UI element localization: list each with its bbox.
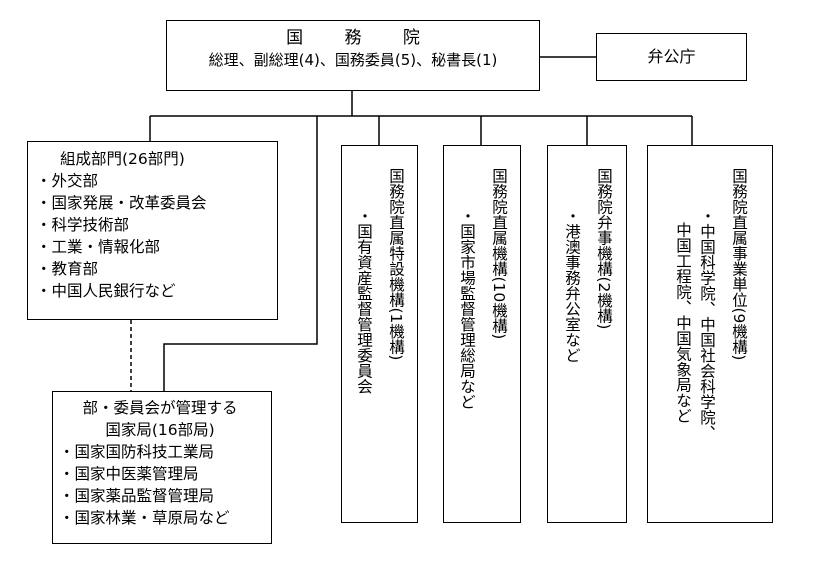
state-council-box: 国 務 院 総理、副総理(4)、国務委員(5)、秘書長(1) <box>166 20 540 91</box>
ministry-bureaus-title-line1: 部・委員会が管理する <box>82 399 238 417</box>
working-offices-item: ・港澳事務弁公室など <box>563 208 581 363</box>
working-offices-box: 国務院弁事機構(2機構) ・港澳事務弁公室など <box>547 145 627 523</box>
list-item: ・工業・情報化部 <box>36 238 161 256</box>
special-agency-item: ・国有資産監督管理委員会 <box>355 208 373 394</box>
ministry-bureaus-title-line2: 国家局(16部局) <box>105 421 215 439</box>
list-item: ・国家国防科技工業局 <box>59 443 215 461</box>
state-council-members: 総理、副総理(4)、国務委員(5)、秘書長(1) <box>208 51 498 69</box>
public-institutions-item-line1: ・中国科学院、中国社会科学院、 <box>698 208 716 441</box>
public-institutions-title: 国務院直属事業単位(9機構) <box>730 168 748 361</box>
list-item: ・国家薬品監督管理局 <box>59 487 215 505</box>
direct-agencies-box: 国務院直属機構(10機構) ・国家市場監督管理総局など <box>443 145 521 523</box>
list-item: ・科学技術部 <box>36 216 130 234</box>
ministry-bureaus-box: 部・委員会が管理する 国家局(16部局) ・国家国防科技工業局 ・国家中医薬管理… <box>52 391 272 544</box>
general-office-label: 弁公庁 <box>647 47 696 66</box>
public-institutions-item-line2: 中国工程院、中国気象局など <box>674 222 692 424</box>
component-departments-title: 組成部門(26部門) <box>60 150 185 168</box>
public-institutions-box: 国務院直属事業単位(9機構) ・中国科学院、中国社会科学院、 中国工程院、中国気… <box>647 145 773 523</box>
direct-agencies-title: 国務院直属機構(10機構) <box>490 168 508 340</box>
list-item: ・中国人民銀行など <box>36 282 176 300</box>
list-item: ・国家発展・改革委員会 <box>36 194 207 212</box>
connector-to-bureaus <box>163 116 318 391</box>
list-item: ・外交部 <box>36 172 99 190</box>
state-council-name: 国 務 院 <box>286 28 438 48</box>
list-item: ・教育部 <box>36 260 99 278</box>
direct-agencies-item: ・国家市場監督管理総局など <box>458 208 476 410</box>
working-offices-title: 国務院弁事機構(2機構) <box>595 168 613 330</box>
list-item: ・国家中医薬管理局 <box>59 465 199 483</box>
component-departments-box: 組成部門(26部門) ・外交部 ・国家発展・改革委員会 ・科学技術部 ・工業・情… <box>27 141 278 320</box>
general-office-box: 弁公庁 <box>596 33 747 81</box>
special-agency-box: 国務院直属特設機構(1機構) ・国有資産監督管理委員会 <box>341 145 418 523</box>
list-item: ・国家林業・草原局など <box>59 509 230 527</box>
special-agency-title: 国務院直属特設機構(1機構) <box>387 168 405 361</box>
